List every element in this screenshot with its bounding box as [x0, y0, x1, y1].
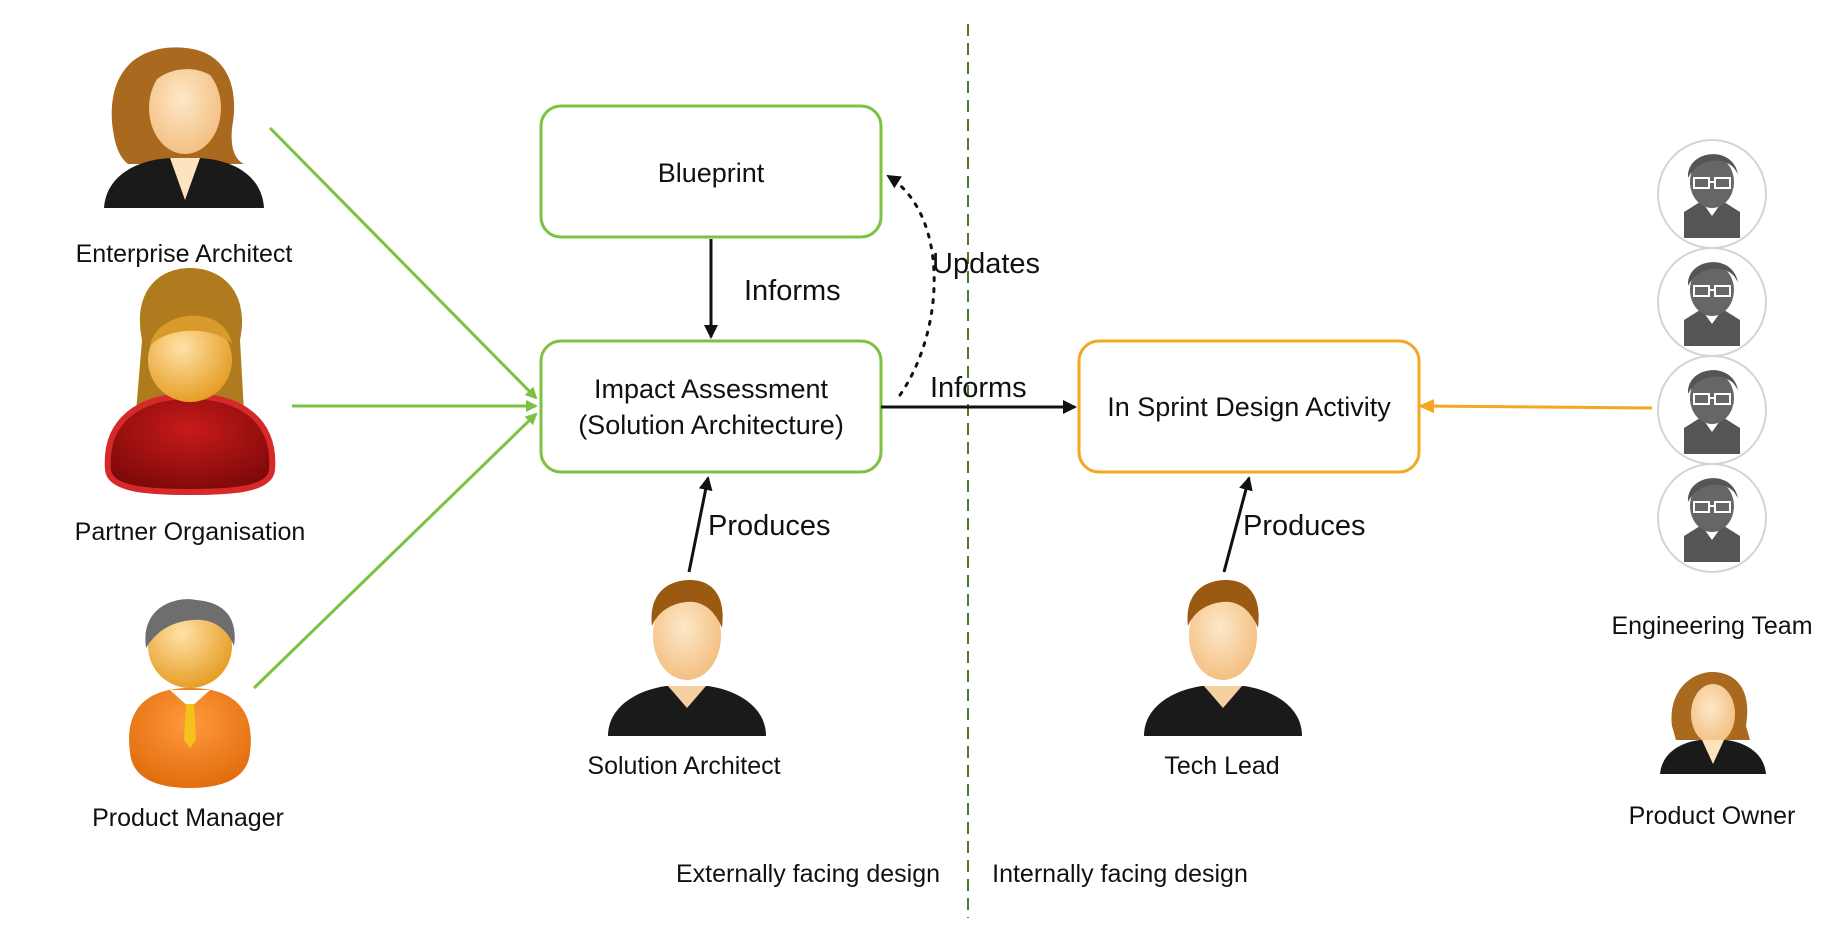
- blueprint-label: Blueprint: [658, 158, 765, 188]
- woman-person-icon: [1660, 672, 1766, 774]
- impact-assessment-label-line2: (Solution Architecture): [578, 410, 844, 440]
- produces-label-left: Produces: [708, 510, 831, 542]
- woman-person-icon: [104, 47, 264, 208]
- edge-impact-updates-blueprint: [886, 174, 936, 397]
- edge-product-manager-to-impact: [252, 412, 538, 690]
- solution-architect-label: Solution Architect: [587, 752, 780, 780]
- in-sprint-design-box: In Sprint Design Activity: [1077, 339, 1421, 474]
- partner-organisation-label: Partner Organisation: [75, 518, 306, 546]
- blueprint-box: Blueprint: [539, 104, 883, 239]
- impact-assessment-box: Impact Assessment (Solution Architecture…: [539, 339, 883, 474]
- team-member-icon: [1657, 355, 1767, 465]
- man-person-icon: [608, 580, 766, 736]
- informs-label-vertical: Informs: [744, 275, 841, 307]
- produces-label-right: Produces: [1243, 510, 1366, 542]
- product-manager-label: Product Manager: [92, 804, 284, 832]
- edge-engineering-team-to-sprint: [1418, 399, 1653, 414]
- edge-solution-architect-produces-impact: [687, 476, 713, 573]
- product-owner-label: Product Owner: [1629, 802, 1796, 830]
- edge-enterprise-architect-to-impact: [268, 126, 538, 400]
- team-member-icon: [1657, 463, 1767, 573]
- enterprise-architect-label: Enterprise Architect: [76, 240, 293, 268]
- edge-tech-lead-produces-sprint: [1222, 476, 1253, 573]
- team-member-icon: [1657, 139, 1767, 249]
- in-sprint-design-label: In Sprint Design Activity: [1107, 392, 1391, 422]
- impact-assessment-label-line1: Impact Assessment: [594, 374, 829, 404]
- externally-facing-design-label: Externally facing design: [676, 860, 940, 888]
- internally-facing-design-label: Internally facing design: [992, 860, 1248, 888]
- informs-label-horizontal: Informs: [930, 372, 1027, 404]
- updates-label: Updates: [932, 248, 1040, 280]
- engineering-team-label: Engineering Team: [1611, 612, 1812, 640]
- man-person-icon: [1144, 580, 1302, 736]
- tech-lead-label: Tech Lead: [1164, 752, 1279, 780]
- engineering-team-group: [1657, 139, 1767, 573]
- man-orange-person-icon: [129, 599, 251, 788]
- team-member-icon: [1657, 247, 1767, 357]
- woman-red-person-icon: [104, 268, 276, 496]
